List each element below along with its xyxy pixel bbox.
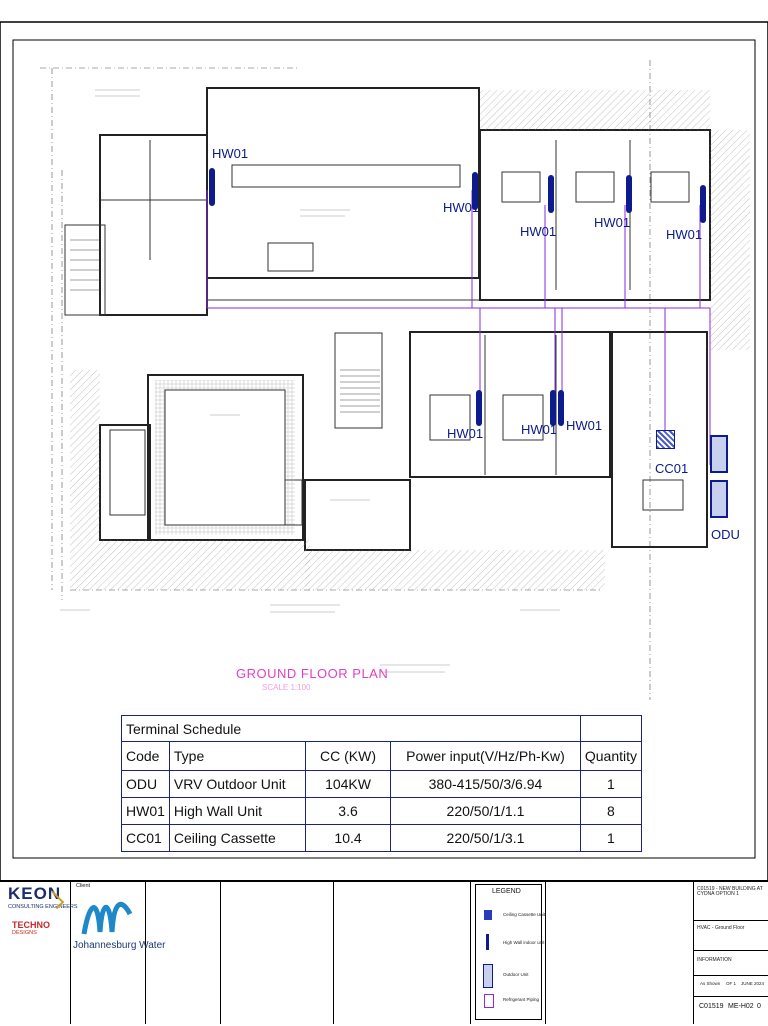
schedule-header: Code xyxy=(121,741,170,771)
outdoor-unit-icon xyxy=(710,480,728,518)
schedule-cell: 8 xyxy=(579,797,643,825)
partner-logo-subtitle: DESIGNS xyxy=(12,930,37,936)
schedule-cell: 220/50/1/3.1 xyxy=(390,824,581,852)
schedule-cell: 1 xyxy=(579,824,643,852)
equipment-label-hw01: HW01 xyxy=(447,426,484,441)
schedule-cell: 380-415/50/3/6.94 xyxy=(390,770,581,798)
drawing-date: JUNE 2024 xyxy=(741,981,765,986)
equipment-label-hw01: HW01 xyxy=(566,418,603,433)
high-wall-unit-icon xyxy=(700,185,706,223)
plan-title: GROUND FLOOR PLAN xyxy=(236,666,389,681)
equipment-label-cc01: CC01 xyxy=(655,461,689,476)
client-label: Client xyxy=(76,883,91,889)
schedule-header: CC (KW) xyxy=(304,741,392,771)
high-wall-unit-icon xyxy=(472,172,478,210)
legend-box xyxy=(475,884,542,1020)
drawing-number: ME-H02 xyxy=(728,1003,754,1010)
sheet-number: OF 1 xyxy=(726,981,737,986)
terminal-schedule-table: Terminal Schedule Code Type CC (KW) Powe… xyxy=(121,715,643,852)
project-name: C01519 - NEW BUILDING AT CYDNA OPTION 1 xyxy=(697,886,763,897)
schedule-cell: CC01 xyxy=(121,824,170,852)
schedule-cell: 10.4 xyxy=(304,824,392,852)
ceiling-cassette-legend-icon xyxy=(484,910,492,920)
high-wall-unit-icon xyxy=(558,390,564,426)
high-wall-unit-icon xyxy=(550,390,556,426)
consultant-logo: KEON xyxy=(8,884,62,903)
equipment-label-hw01: HW01 xyxy=(594,215,631,230)
schedule-cell: ODU xyxy=(121,770,170,798)
revision-number: 0 xyxy=(757,1003,761,1010)
consultant-logo-subtitle: CONSULTING ENGINEERS xyxy=(8,904,78,910)
schedule-title: Terminal Schedule xyxy=(121,715,581,742)
legend-item: High Wall indoor unit xyxy=(503,940,545,945)
outdoor-unit-legend-icon xyxy=(483,964,493,988)
equipment-label-hw01: HW01 xyxy=(212,146,249,161)
table-row: HW01 High Wall Unit 3.6 220/50/1/1.1 8 xyxy=(121,797,643,825)
equipment-label-hw01: HW01 xyxy=(443,200,480,215)
equipment-label-hw01: HW01 xyxy=(520,224,557,239)
schedule-cell: VRV Outdoor Unit xyxy=(168,770,306,798)
high-wall-legend-icon xyxy=(486,934,489,950)
outdoor-unit-icon xyxy=(710,435,728,473)
client-name: Johannesburg Water xyxy=(73,940,166,951)
partner-logo: TECHNO xyxy=(12,920,50,930)
client-logo-icon xyxy=(80,894,138,938)
legend-item: Ceiling Cassette Unit xyxy=(503,912,546,917)
legend-item: Outdoor Unit xyxy=(503,972,529,977)
legend-title: LEGEND xyxy=(492,888,521,895)
refrigerant-piping-legend-icon xyxy=(484,994,494,1008)
schedule-cell: 220/50/1/1.1 xyxy=(390,797,581,825)
ceiling-cassette-icon xyxy=(656,430,675,449)
schedule-cell: HW01 xyxy=(121,797,170,825)
schedule-header: Type xyxy=(168,741,306,771)
schedule-cell: Ceiling Cassette xyxy=(168,824,306,852)
schedule-cell: 104KW xyxy=(304,770,392,798)
high-wall-unit-icon xyxy=(626,175,632,213)
drawn-by: As Shown xyxy=(700,981,721,986)
schedule-header: Quantity xyxy=(579,741,643,771)
table-row: CC01 Ceiling Cassette 10.4 220/50/1/3.1 … xyxy=(121,824,643,852)
high-wall-unit-icon xyxy=(476,390,482,426)
schedule-header: Power input(V/Hz/Ph-Kw) xyxy=(390,741,581,771)
high-wall-unit-icon xyxy=(548,175,554,213)
high-wall-unit-icon xyxy=(209,168,215,206)
schedule-cell: 3.6 xyxy=(304,797,392,825)
schedule-cell: High Wall Unit xyxy=(168,797,306,825)
legend-item: Refrigerant Piping xyxy=(503,997,540,1002)
equipment-label-odu: ODU xyxy=(711,527,740,542)
table-row: ODU VRV Outdoor Unit 104KW 380-415/50/3/… xyxy=(121,770,643,798)
drawing-title: HVAC - Ground Floor xyxy=(697,925,745,931)
drawing-status: INFORMATION xyxy=(697,957,732,963)
title-block xyxy=(0,880,768,1026)
project-number: C01519 xyxy=(699,1003,724,1010)
plan-scale: SCALE 1:100 xyxy=(262,683,311,692)
equipment-label-hw01: HW01 xyxy=(666,227,703,242)
equipment-label-hw01: HW01 xyxy=(521,422,558,437)
schedule-cell: 1 xyxy=(579,770,643,798)
